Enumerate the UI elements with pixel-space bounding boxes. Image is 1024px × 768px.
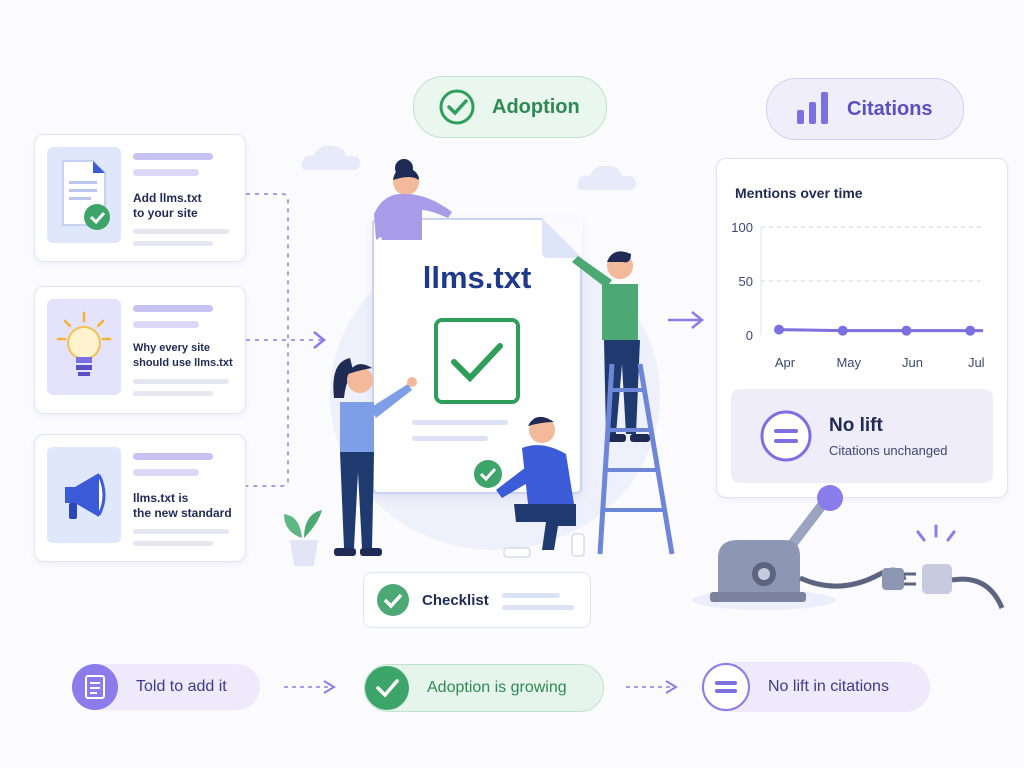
flow-step-label: No lift in citations [768,678,889,695]
cloud-icon [577,165,636,190]
arrow-right-icon [284,680,336,694]
x-tick-label: Apr [775,355,796,370]
person-pointing-illustration [333,358,417,556]
checklist-label: Checklist [422,591,489,609]
person-top-illustration [374,159,452,240]
person-ladder-illustration [572,251,650,442]
source-card-label: Add llms.txt to your site [133,191,202,220]
document-check-icon [47,147,121,243]
flow-step-no-lift: No lift in citations [702,662,930,712]
checkbox-check-icon [434,318,520,404]
check-circle-icon [365,666,409,710]
plant-icon [284,510,322,566]
data-point [901,325,912,336]
lightbulb-icon [47,299,121,395]
result-title: No lift [829,414,883,436]
data-point [774,324,784,335]
chart-title: Mentions over time [735,185,863,201]
source-card-why-every-site: Why every site should use llms.txt [34,286,246,414]
x-tick-label: Jun [902,355,923,370]
arrow-right-icon [668,311,705,329]
flow-step-label: Told to add it [136,678,227,695]
megaphone-icon [47,447,121,543]
check-circle-icon [474,460,502,488]
bar-chart-icon [797,92,828,124]
y-tick-label: 0 [746,328,753,343]
flow-step-told: Told to add it [72,664,260,710]
flow-step-label: Adoption is growing [427,679,567,696]
no-lift-result: No lift Citations unchanged [731,389,993,483]
source-card-add-llms: Add llms.txt to your site [34,134,246,262]
source-card-label: llms.txt is the new standard [133,491,232,520]
document-title: llms.txt [422,260,532,295]
data-point [965,325,976,336]
connector-lines [246,193,327,487]
cloud-icon [301,145,360,170]
y-tick-label: 50 [739,274,753,289]
arrow-right-icon [626,680,678,694]
checklist-card: Checklist [363,572,591,628]
equals-circle-icon [702,663,750,711]
x-tick-label: Jul [968,355,985,370]
result-subtitle: Citations unchanged [829,442,948,458]
adoption-label: Adoption [492,95,580,118]
document-icon [72,664,118,710]
check-circle-icon [439,89,475,125]
equals-circle-icon [760,410,812,462]
person-kneeling-illustration [496,416,585,558]
check-circle-icon [377,584,409,616]
unplugged-lever-illustration [692,485,1005,610]
citations-label: Citations [847,97,933,120]
y-tick-label: 100 [731,220,753,235]
adoption-badge: Adoption [413,76,607,138]
data-point [837,325,848,336]
citations-badge: Citations [766,78,964,140]
series-line [778,328,983,333]
source-card-new-standard: llms.txt is the new standard [34,434,246,562]
ladder-illustration [597,363,675,555]
flow-step-adoption: Adoption is growing [364,664,604,712]
source-card-label: Why every site should use llms.txt [133,342,233,369]
x-tick-label: May [836,355,861,370]
